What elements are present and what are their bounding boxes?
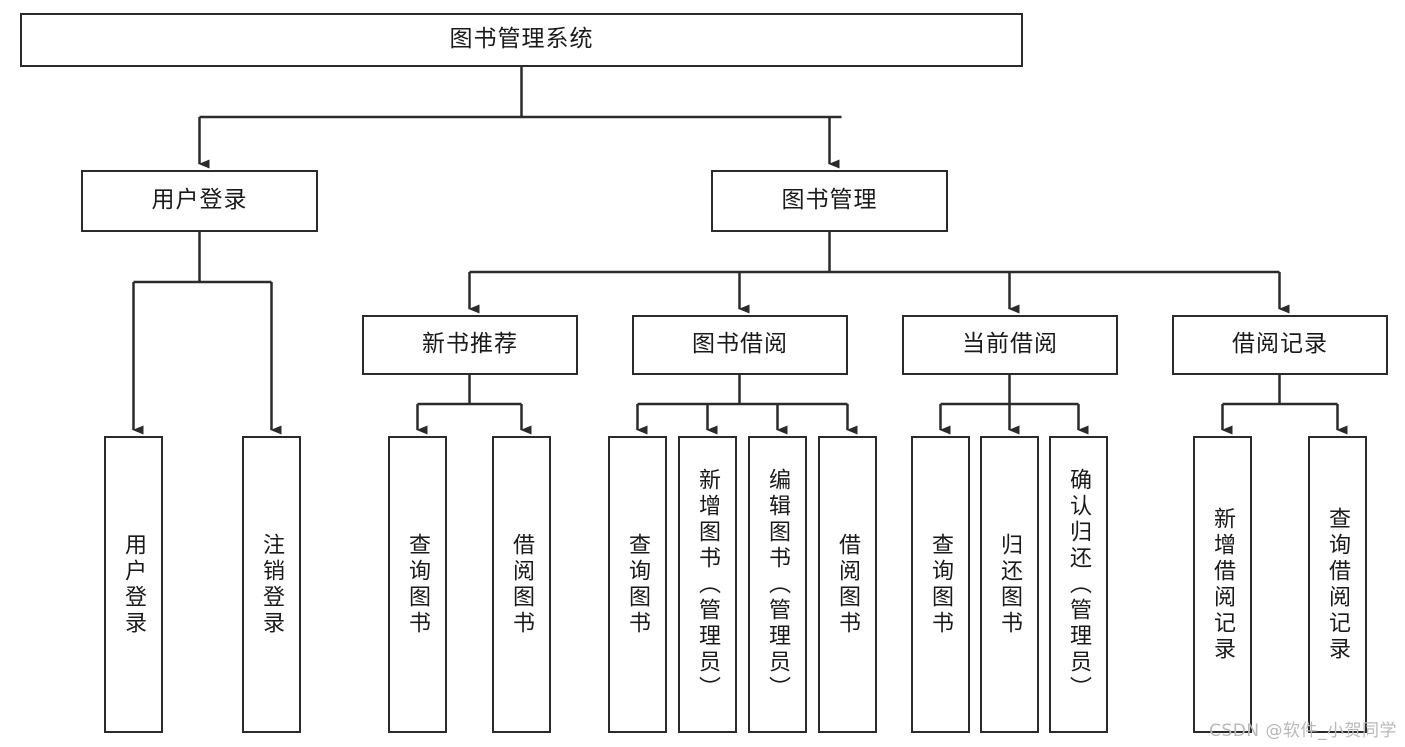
leaf-user-login-signin[interactable]: 用户登录 (104, 436, 163, 733)
node-label: 编辑图书（管理员） (765, 467, 791, 702)
leaf-recommend-query-book[interactable]: 查询图书 (388, 436, 447, 733)
node-label: 借阅图书 (835, 532, 861, 637)
node-label: 归还图书 (997, 532, 1023, 637)
node-label: 新增借阅记录 (1210, 506, 1236, 663)
node-label: 当前借阅 (962, 331, 1058, 358)
node-book-borrow[interactable]: 图书借阅 (632, 315, 848, 375)
node-label: 用户登录 (151, 187, 248, 214)
node-label: 借阅图书 (509, 532, 535, 637)
node-label: 确认归还（管理员） (1066, 467, 1092, 702)
leaf-borrow-add-book-admin[interactable]: 新增图书（管理员） (678, 436, 737, 733)
node-label: 查询借阅记录 (1325, 506, 1351, 663)
leaf-borrow-borrow-book[interactable]: 借阅图书 (818, 436, 877, 733)
node-label: 图书管理系统 (449, 26, 594, 53)
leaf-record-query-borrow-record[interactable]: 查询借阅记录 (1308, 436, 1367, 733)
leaf-borrow-query-book[interactable]: 查询图书 (608, 436, 667, 733)
node-new-book-recommend[interactable]: 新书推荐 (362, 315, 578, 375)
node-root-book-management-system[interactable]: 图书管理系统 (20, 13, 1023, 67)
node-label: 图书管理 (781, 187, 878, 214)
node-label: 查询图书 (405, 532, 431, 637)
node-book-management[interactable]: 图书管理 (711, 170, 948, 232)
node-label: 新增图书（管理员） (695, 467, 721, 702)
leaf-current-return-book[interactable]: 归还图书 (980, 436, 1039, 733)
leaf-borrow-edit-book-admin[interactable]: 编辑图书（管理员） (748, 436, 807, 733)
node-label: 借阅记录 (1232, 331, 1328, 358)
node-label: 图书借阅 (692, 331, 788, 358)
node-user-login[interactable]: 用户登录 (81, 170, 318, 232)
leaf-record-add-borrow-record[interactable]: 新增借阅记录 (1193, 436, 1252, 733)
watermark: CSDN @软件_小贺同学 (1209, 721, 1397, 741)
node-label: 查询图书 (625, 532, 651, 637)
node-label: 注销登录 (259, 532, 285, 637)
leaf-recommend-borrow-book[interactable]: 借阅图书 (492, 436, 551, 733)
node-label: 新书推荐 (422, 331, 518, 358)
leaf-user-login-signout[interactable]: 注销登录 (242, 436, 301, 733)
node-label: 用户登录 (121, 532, 147, 637)
node-current-borrow[interactable]: 当前借阅 (902, 315, 1118, 375)
leaf-current-query-book[interactable]: 查询图书 (911, 436, 970, 733)
leaf-current-confirm-return-admin[interactable]: 确认归还（管理员） (1049, 436, 1108, 733)
node-borrow-record[interactable]: 借阅记录 (1172, 315, 1388, 375)
node-label: 查询图书 (928, 532, 954, 637)
